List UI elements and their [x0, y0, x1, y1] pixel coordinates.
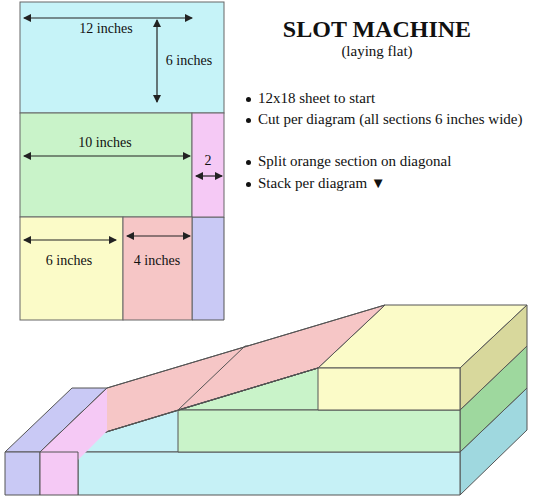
cut-section: 10 inches — [20, 113, 192, 217]
section-fill — [20, 217, 123, 320]
bullet-dot — [246, 182, 251, 187]
cut-section: 4 inches — [123, 217, 192, 320]
bullet-note: Stack per diagram ▼ — [258, 174, 386, 193]
dimension-arrow — [24, 155, 190, 156]
bullet-note: Cut per diagram (all sections 6 inches w… — [258, 110, 530, 129]
bullet-dot — [246, 118, 251, 123]
dimension-label: 6 inches — [44, 253, 94, 269]
dimension-label: 2 — [203, 153, 214, 169]
dimension-label: 10 inches — [76, 135, 133, 151]
dimension-label: 12 inches — [77, 21, 134, 37]
bullet-dot — [246, 97, 251, 102]
dimension-label: 4 inches — [132, 253, 182, 269]
dimension-arrow — [24, 239, 116, 240]
section-fill — [123, 217, 192, 320]
cut-section: 6 inches — [20, 217, 123, 320]
section-fill — [20, 2, 224, 113]
title: SLOT MACHINE — [283, 15, 471, 43]
dimension-arrow — [24, 17, 192, 18]
cut-section: 2 — [192, 113, 224, 217]
dimension-arrow — [127, 235, 190, 236]
stack-illustration — [5, 217, 527, 495]
bullet-dot — [246, 160, 251, 165]
dimension-arrow — [196, 175, 222, 176]
cut-section: 12 inches 6 inches — [20, 2, 224, 113]
dimension-arrow — [156, 20, 157, 102]
section-fill — [20, 113, 192, 217]
subtitle: (laying flat) — [341, 42, 412, 61]
blue-piece — [192, 217, 224, 320]
bullet-note: Split orange section on diagonal — [258, 152, 451, 171]
dimension-label: 6 inches — [164, 53, 214, 69]
section-fill — [192, 113, 224, 217]
bullet-note: 12x18 sheet to start — [258, 89, 375, 108]
